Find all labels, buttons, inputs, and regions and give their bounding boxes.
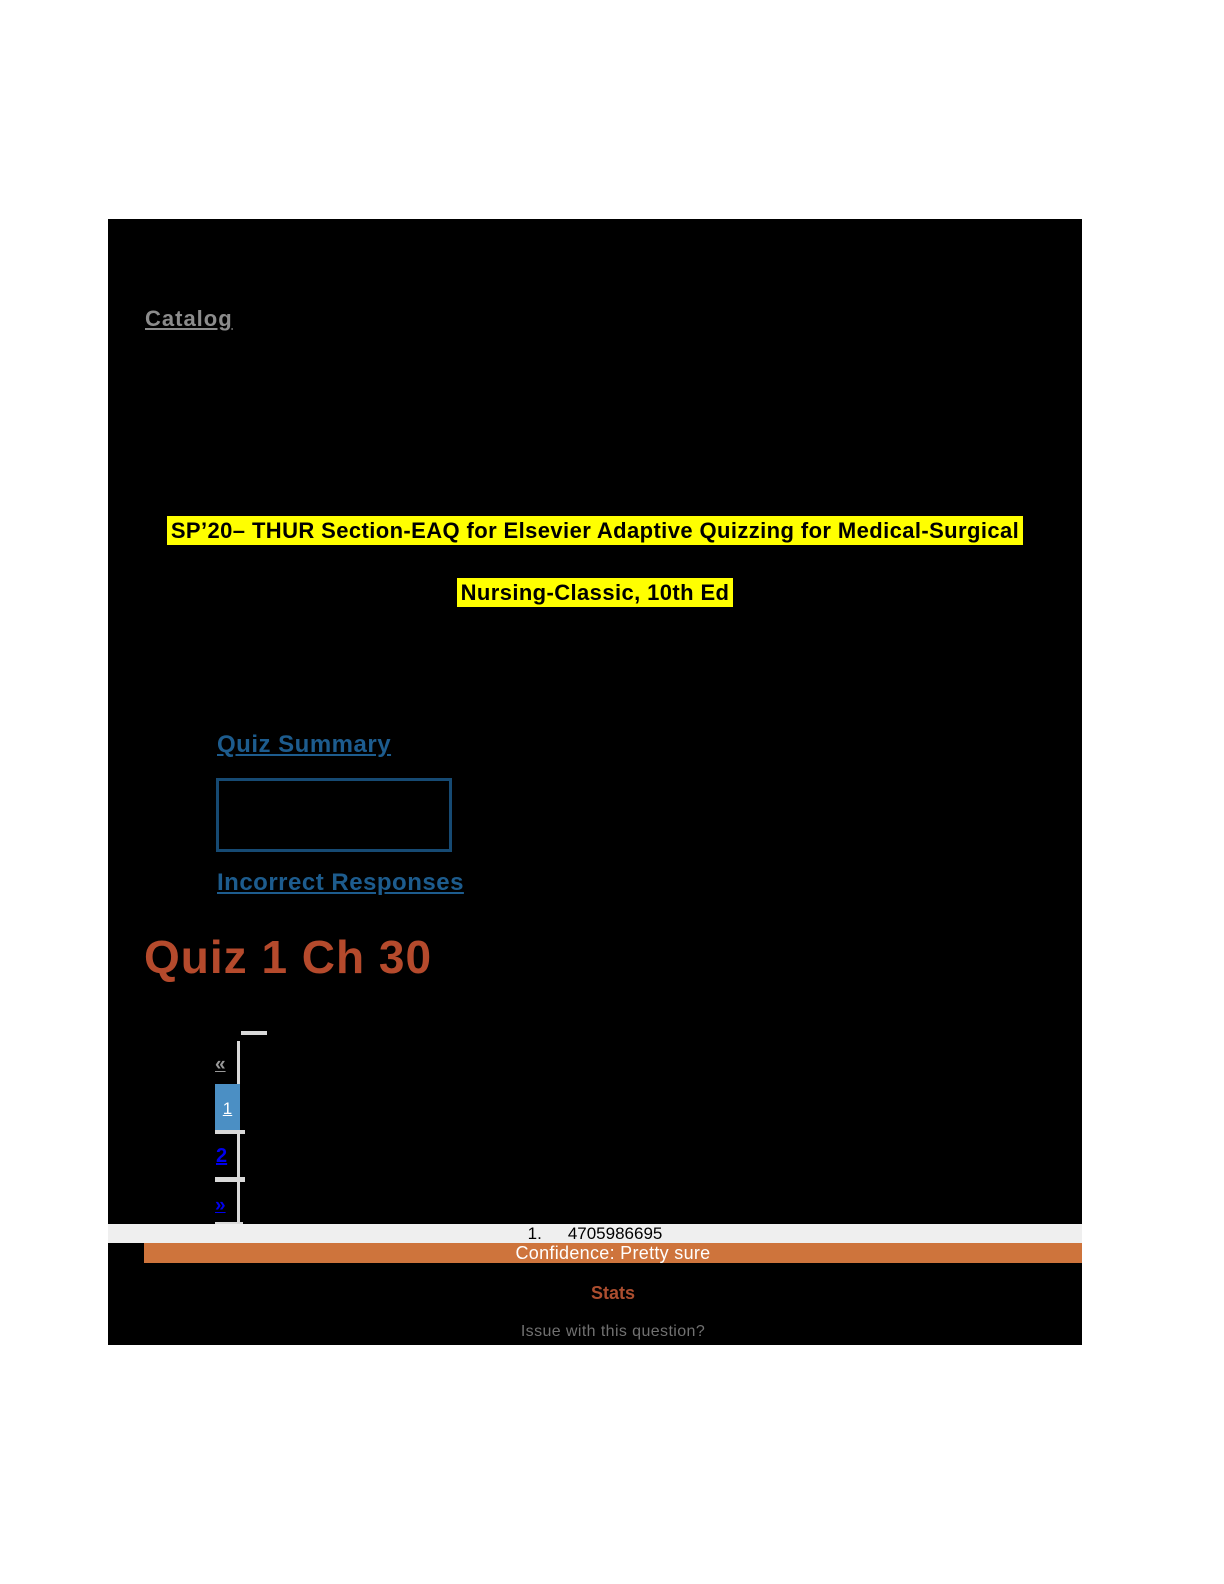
incorrect-responses-link[interactable]: Incorrect Responses — [217, 869, 464, 896]
pagination-separator — [215, 1130, 245, 1134]
confidence-label: Confidence: Pretty sure — [515, 1243, 711, 1263]
course-banner-line1: SP’20– THUR Section-EAQ for Elsevier Ada… — [166, 516, 1024, 545]
pagination-page-2[interactable]: 2 — [216, 1145, 228, 1167]
quiz-summary-link[interactable]: Quiz Summary — [217, 731, 392, 758]
sidebar-top-notch — [241, 1031, 267, 1035]
pagination-page-1-selected[interactable]: 1 — [215, 1084, 240, 1133]
issue-row: Issue with this question? — [144, 1323, 1082, 1341]
stats-link[interactable]: Stats — [590, 1283, 635, 1303]
slide-black-background: Catalog SP’20– THUR Section-EAQ for Else… — [108, 219, 1082, 1345]
quiz-title: Quiz 1 Ch 30 — [144, 931, 433, 983]
pagination-separator — [215, 1222, 243, 1225]
course-banner-line2: Nursing-Classic, 10th Ed — [456, 578, 734, 607]
stats-row: Stats — [144, 1283, 1082, 1304]
summary-box — [216, 778, 452, 852]
pagination-page-1-label: 1 — [222, 1098, 233, 1118]
confidence-bar: Confidence: Pretty sure — [144, 1243, 1082, 1263]
pagination-separator — [215, 1177, 245, 1182]
course-banner-line1-row: SP’20– THUR Section-EAQ for Elsevier Ada… — [108, 516, 1082, 545]
pagination-prev-button[interactable]: « — [215, 1054, 226, 1075]
question-number: 1. — [527, 1224, 542, 1243]
catalog-link[interactable]: Catalog — [145, 306, 233, 331]
pagination-next-button[interactable]: » — [215, 1195, 226, 1216]
course-banner-line2-row: Nursing-Classic, 10th Ed — [108, 578, 1082, 607]
question-number-bar: 1. 4705986695 — [108, 1224, 1082, 1243]
issue-with-question-link[interactable]: Issue with this question? — [520, 1323, 706, 1340]
question-id: 4705986695 — [567, 1224, 663, 1243]
